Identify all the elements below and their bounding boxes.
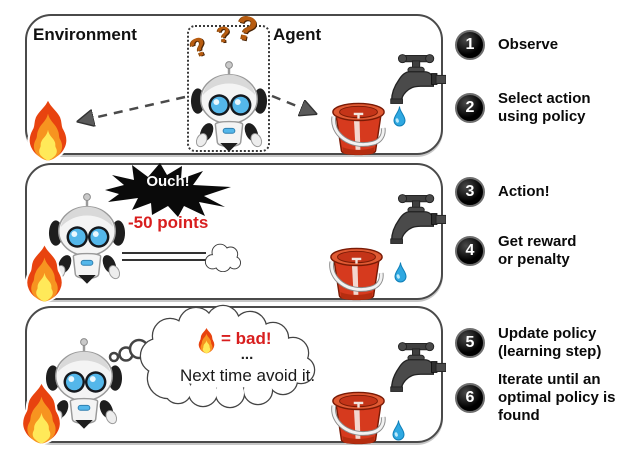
step-6-iterate: 6 Iterate until an optimal policy is fou… [455, 371, 616, 425]
step-number-badge: 2 [455, 93, 485, 123]
water-drop-icon [391, 419, 406, 442]
faucet-icon [388, 53, 446, 105]
bucket-icon [329, 246, 384, 304]
water-drop-icon [393, 261, 408, 284]
step-3-action: 3 Action! [455, 177, 550, 207]
thought-next-label: Next time avoid it. [180, 366, 316, 385]
environment-label: Environment [33, 25, 137, 44]
fire-icon [22, 241, 67, 303]
step-number-badge: 3 [455, 177, 485, 207]
step-label: Iterate until an optimal policy is found [498, 371, 616, 424]
penalty-label: -50 points [128, 213, 209, 232]
step-label: Get reward or penalty [498, 233, 577, 268]
agent-label: Agent [273, 25, 322, 44]
step-number: 6 [465, 389, 475, 406]
question-mark-icon: ? [215, 21, 232, 48]
step-number: 2 [465, 99, 475, 116]
step-1-observe: 1 Observe [455, 30, 558, 60]
faucet-icon [388, 193, 446, 245]
step-number: 1 [465, 36, 475, 53]
step-label: Select action using policy [498, 90, 591, 125]
step-number: 5 [465, 334, 475, 351]
thought-bubble-icon [108, 304, 323, 409]
faucet-icon [388, 341, 446, 393]
step-number-badge: 4 [455, 236, 485, 266]
step-4-get-reward: 4 Get reward or penalty [455, 233, 576, 269]
smoke-puff-icon [203, 242, 241, 272]
fire-icon [196, 326, 217, 354]
fire-icon [18, 379, 65, 445]
thought-bad-label: = bad! [221, 329, 272, 348]
step-number-badge: 1 [455, 30, 485, 60]
ouch-label: Ouch! [146, 173, 190, 190]
step-5-update-policy: 5 Update policy (learning step) [455, 325, 601, 361]
step-number: 4 [465, 242, 475, 259]
water-drop-icon [392, 105, 407, 128]
fire-icon [26, 96, 70, 162]
bucket-icon [331, 390, 386, 448]
step-label: Action! [498, 183, 550, 200]
thought-dots-label: ... [240, 346, 254, 363]
step-number-badge: 6 [455, 383, 485, 413]
explosion-burst-icon: Ouch! [103, 163, 233, 218]
step-label: Observe [498, 36, 559, 53]
robot-icon [190, 58, 268, 152]
step-number-badge: 5 [455, 328, 485, 358]
step-label: Update policy (learning step) [498, 325, 602, 360]
step-number: 3 [465, 183, 475, 200]
step-2-select-action: 2 Select action using policy [455, 90, 591, 126]
bucket-icon [331, 101, 386, 159]
